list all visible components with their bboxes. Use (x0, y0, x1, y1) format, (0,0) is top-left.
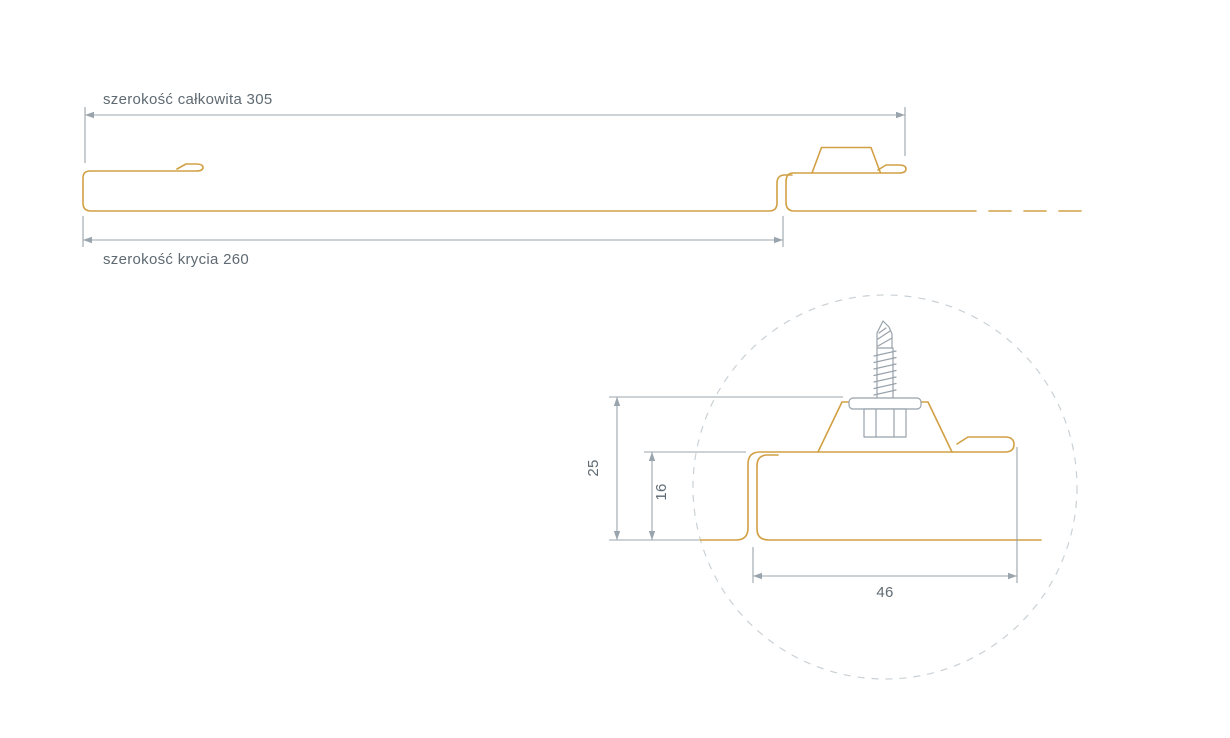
panel-left-pan-profile (82, 163, 793, 212)
dim-seam-height (644, 451, 746, 540)
screw-threads (873, 350, 897, 396)
dim-profile-height (609, 396, 843, 541)
arrowhead-top (648, 452, 656, 461)
screw-drill-tip (876, 320, 893, 349)
detail-zoom-circle (692, 294, 1078, 680)
panel-right-pan-profile (785, 164, 977, 212)
dim-cover-width (82, 216, 784, 247)
screw-hex-head (863, 408, 907, 438)
screw-shaft (876, 347, 894, 399)
arrowhead-right (1008, 572, 1017, 580)
screw-hex-head-facets (875, 408, 895, 438)
screw-sealing-washer (848, 397, 922, 410)
dim-profile-height-label: 25 (585, 459, 602, 476)
screw-drill-tip-hatch (877, 327, 893, 347)
panel-profile-lines (82, 146, 1088, 212)
dim-cover-width-label: szerokość krycia 260 (103, 251, 249, 268)
dim-seam-width (752, 447, 1018, 583)
arrowhead-left (753, 572, 762, 580)
seam-detail-view: 25 16 46 (585, 294, 1078, 680)
arrowhead-left (85, 111, 94, 119)
detail-under-panel-profile (699, 436, 1015, 541)
main-panel-view: szerokość całkowita 305 szerokość krycia… (82, 91, 1088, 268)
seam-clip-profile (811, 146, 882, 174)
detail-cover-panel-profile (756, 454, 1042, 541)
arrowhead-right (774, 236, 783, 244)
arrowhead-bottom (613, 531, 621, 540)
arrowhead-bottom (648, 531, 656, 540)
dim-total-width-label: szerokość całkowita 305 (103, 91, 272, 108)
arrowhead-left (83, 236, 92, 244)
dim-seam-width-label: 46 (876, 584, 893, 601)
arrowhead-top (613, 397, 621, 406)
dim-total-width (84, 107, 906, 163)
screw-fastener (848, 320, 922, 438)
arrowhead-right (896, 111, 905, 119)
dim-seam-height-label: 16 (653, 483, 670, 500)
